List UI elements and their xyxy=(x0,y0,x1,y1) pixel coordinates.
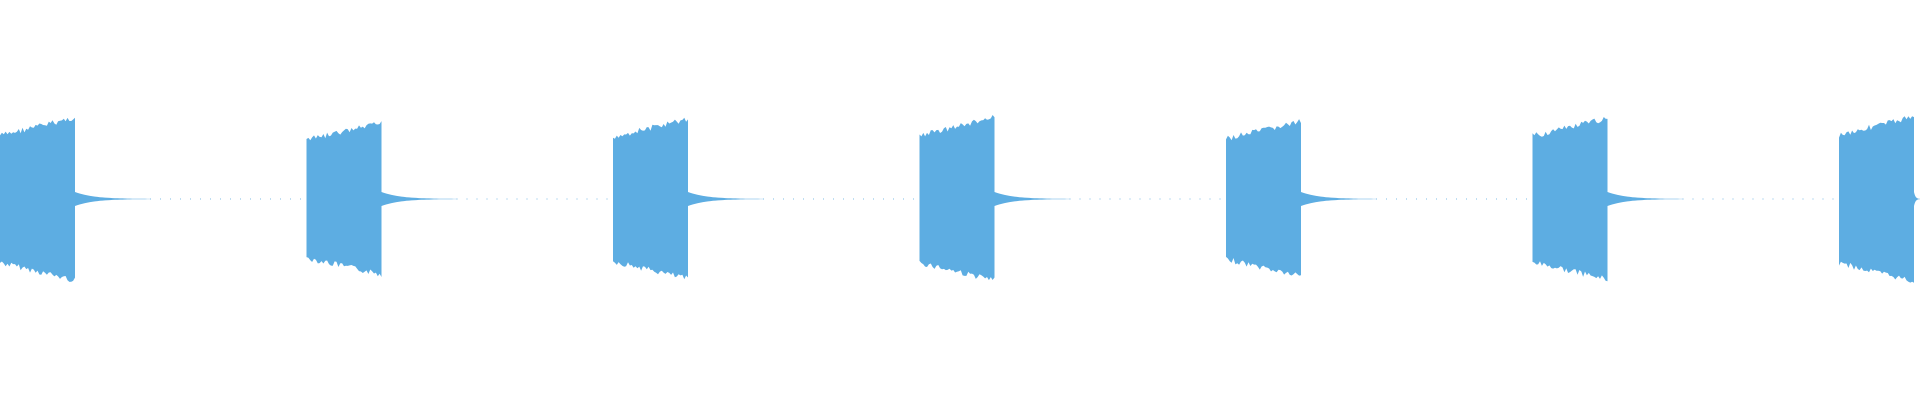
waveform-tail-5 xyxy=(1301,192,1376,206)
waveform-burst-2 xyxy=(306,121,382,277)
waveform-tails xyxy=(75,192,1920,206)
waveform-burst-4 xyxy=(919,115,995,281)
waveform-tail-7 xyxy=(1914,192,1920,206)
waveform-tail-2 xyxy=(381,192,457,206)
waveform-tail-4 xyxy=(994,192,1070,206)
waveform-tail-1 xyxy=(75,192,150,206)
waveform-tail-3 xyxy=(688,192,763,206)
waveform-burst-3 xyxy=(613,117,688,280)
waveform-burst-1 xyxy=(0,117,75,282)
waveform-tail-6 xyxy=(1607,192,1683,206)
waveform-burst-5 xyxy=(1226,119,1301,276)
waveform-burst-7 xyxy=(1839,116,1914,283)
waveform-bursts xyxy=(0,115,1914,283)
waveform-burst-6 xyxy=(1532,117,1608,282)
